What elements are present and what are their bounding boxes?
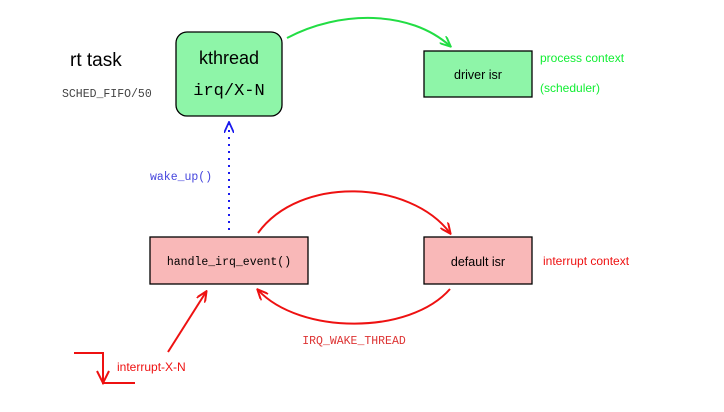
irq-wake-thread-label: IRQ_WAKE_THREAD — [302, 335, 406, 348]
interrupt-context-label: interrupt context — [543, 254, 630, 268]
driver-isr-label: driver isr — [454, 68, 502, 82]
handle-irq-event-label: handle_irq_event() — [167, 256, 291, 269]
driver-isr-box — [423, 50, 533, 98]
kthread-to-driver-arrow — [286, 17, 450, 46]
kthread-title: kthread — [199, 48, 259, 68]
default-isr-label: default isr — [451, 255, 505, 269]
interrupt-signal-arrowhead — [96, 370, 110, 386]
process-context-label: process context — [540, 51, 625, 65]
handle-to-default-arrow — [257, 190, 450, 233]
interrupt-line-label: interrupt-X-N — [117, 360, 186, 374]
interrupt-signal-waveform — [74, 352, 135, 384]
scheduler-label: (scheduler) — [540, 81, 600, 95]
default-isr-box — [423, 236, 533, 285]
rt-task-label: rt task — [70, 50, 122, 71]
kthread-name: irq/X-N — [193, 82, 264, 101]
handle-irq-event-box — [149, 236, 309, 285]
default-to-handle-arrow — [258, 289, 451, 325]
interrupt-to-handle-arrow — [167, 292, 206, 353]
wake-up-label: wake_up() — [150, 171, 212, 184]
kthread-box — [175, 31, 283, 117]
sched-policy-label: SCHED_FIFO/50 — [62, 88, 152, 101]
